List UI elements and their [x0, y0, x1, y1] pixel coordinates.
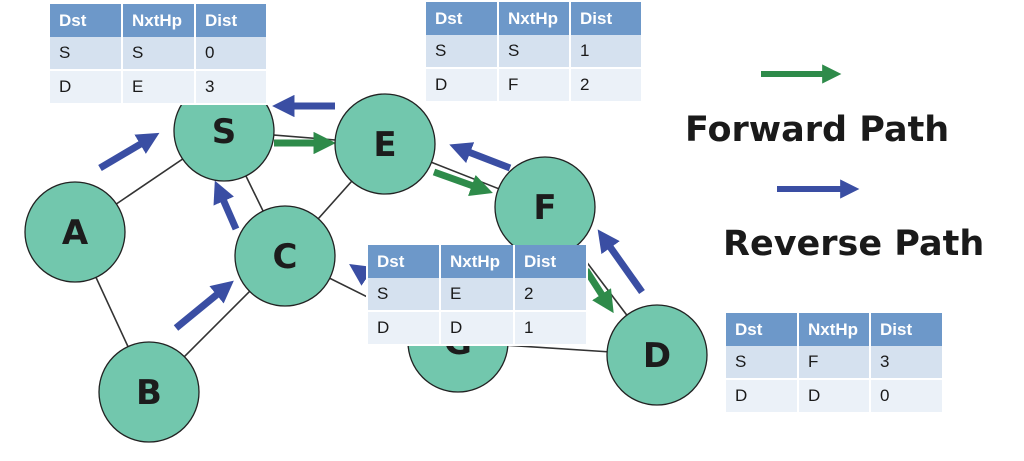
cell-dst: S — [726, 346, 797, 380]
routing-table-e: Dst NxtHp Dist S S 1 D F 2 — [424, 2, 643, 103]
cell-dist: 1 — [515, 312, 586, 346]
table-row: S S 1 — [426, 35, 641, 69]
forward-arrow-f-d — [583, 268, 614, 314]
col-dst: Dst — [726, 313, 797, 346]
col-dst: Dst — [50, 4, 121, 37]
cell-nxthp: F — [799, 346, 869, 380]
node-f: F — [494, 156, 596, 258]
node-b-label: B — [136, 373, 162, 413]
cell-dst: D — [50, 71, 121, 105]
cell-dist: 0 — [871, 380, 942, 414]
node-s-label: S — [212, 112, 237, 152]
cell-nxthp: E — [123, 71, 194, 105]
col-dst: Dst — [426, 2, 497, 35]
legend: Forward Path Reverse Path — [685, 64, 984, 264]
reverse-arrow-a-s — [98, 132, 160, 172]
node-a-label: A — [62, 213, 89, 253]
cell-dst: S — [368, 278, 439, 312]
cell-nxthp: S — [499, 35, 569, 69]
reverse-arrow-f-e — [449, 142, 512, 172]
node-c: C — [234, 205, 336, 307]
col-dist: Dist — [196, 4, 266, 37]
cell-dist: 0 — [196, 37, 266, 71]
cell-nxthp: F — [499, 69, 569, 103]
node-c-label: C — [273, 237, 298, 277]
cell-dist: 1 — [571, 35, 641, 69]
table-row: D D 0 — [726, 380, 942, 414]
col-nxthp: NxtHp — [799, 313, 869, 346]
forward-arrow-e-f — [432, 168, 493, 197]
cell-dst: D — [368, 312, 439, 346]
col-dist: Dist — [571, 2, 641, 35]
reverse-arrow-b-c — [173, 280, 234, 331]
cell-dist: 2 — [515, 278, 586, 312]
col-nxthp: NxtHp — [123, 4, 194, 37]
cell-dst: S — [426, 35, 497, 69]
table-row: D E 3 — [50, 71, 266, 105]
col-nxthp: NxtHp — [441, 245, 513, 278]
cell-nxthp: E — [441, 278, 513, 312]
col-nxthp: NxtHp — [499, 2, 569, 35]
node-d: D — [606, 304, 708, 406]
cell-dist: 2 — [571, 69, 641, 103]
legend-reverse-label: Reverse Path — [723, 224, 984, 264]
legend-forward-label: Forward Path — [685, 110, 949, 150]
node-s: S — [173, 80, 275, 182]
nodes: A B S E C F G D — [24, 80, 708, 443]
cell-dist: 3 — [196, 71, 266, 105]
col-dst: Dst — [368, 245, 439, 278]
table-row: S F 3 — [726, 346, 942, 380]
routing-table-d: Dst NxtHp Dist S F 3 D D 0 — [724, 313, 944, 414]
node-a: A — [24, 181, 126, 283]
node-b: B — [98, 341, 200, 443]
reverse-arrow-c-s — [213, 180, 240, 231]
cell-dst: D — [726, 380, 797, 414]
table-row: S S 0 — [50, 37, 266, 71]
table-row: D F 2 — [426, 69, 641, 103]
table-row: D D 1 — [368, 312, 586, 346]
table-row: S E 2 — [368, 278, 586, 312]
routing-table-s: Dst NxtHp Dist S S 0 D E 3 — [48, 4, 268, 105]
cell-nxthp: S — [123, 37, 194, 71]
cell-dst: D — [426, 69, 497, 103]
node-e-label: E — [373, 125, 396, 165]
cell-nxthp: D — [799, 380, 869, 414]
col-dist: Dist — [871, 313, 942, 346]
node-e: E — [334, 93, 436, 195]
cell-dst: S — [50, 37, 121, 71]
cell-dist: 3 — [871, 346, 942, 380]
routing-table-c: Dst NxtHp Dist S E 2 D D 1 — [366, 245, 588, 346]
node-d-label: D — [643, 336, 671, 376]
forward-arrows — [274, 131, 614, 314]
col-dist: Dist — [515, 245, 586, 278]
reverse-arrow-d-f — [597, 229, 645, 295]
node-f-label: F — [533, 188, 556, 228]
cell-nxthp: D — [441, 312, 513, 346]
